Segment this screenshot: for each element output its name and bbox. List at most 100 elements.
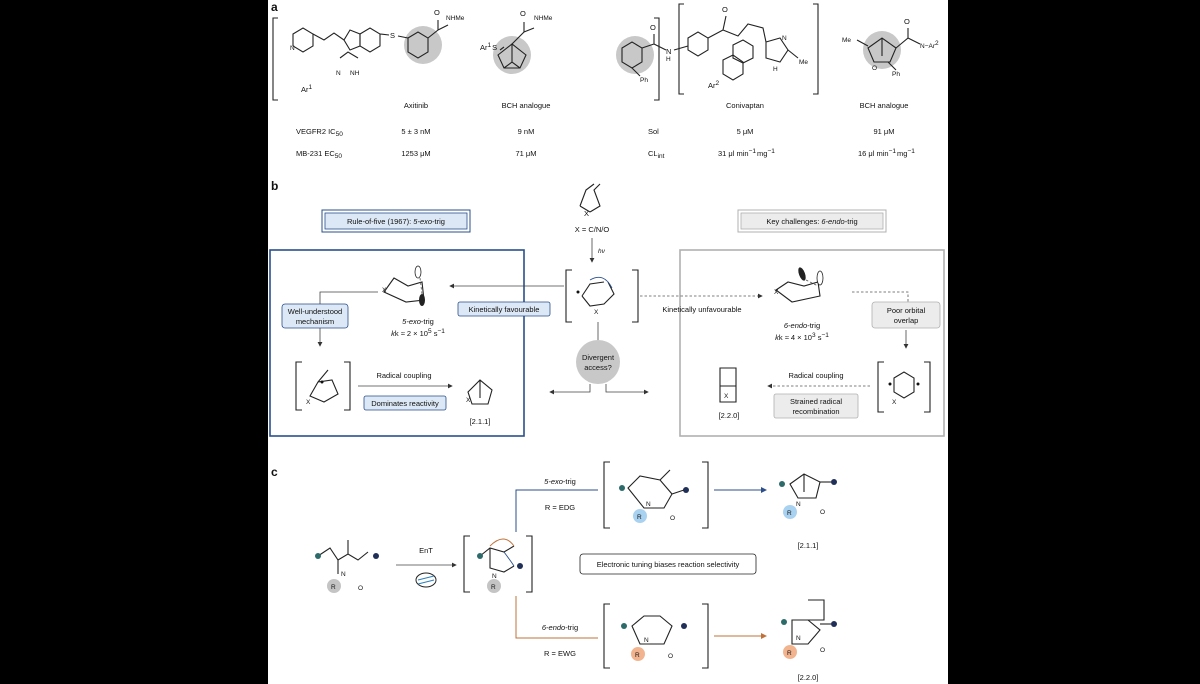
bicyclic-diradical: X	[295, 361, 351, 411]
svg-text:X: X	[774, 289, 779, 296]
bicyclo-211-label-b: [2.1.1]	[470, 417, 491, 426]
svg-text:R: R	[787, 650, 792, 657]
bicyclo-211-label-c: [2.1.1]	[798, 541, 819, 550]
endo-intermediate: N R O	[603, 603, 709, 669]
bicyclo-220-product-c: N R O [2.2.0]	[781, 599, 837, 682]
svg-text:X: X	[724, 393, 729, 400]
name-bch-1: BCH analogue	[502, 101, 551, 110]
svg-text:O: O	[650, 23, 656, 32]
electronic-tuning-label: Electronic tuning biases reaction select…	[597, 560, 740, 569]
bch1-ec50: 71 μM	[516, 149, 537, 158]
exo-intermediate: N R O	[603, 461, 709, 529]
svg-text:O: O	[434, 8, 440, 17]
well-understood-line1: Well-understood	[288, 307, 342, 316]
divergent-line2: access?	[584, 363, 612, 372]
svg-text:X: X	[594, 309, 599, 316]
bicyclo-220-product: X [2.2.0]	[719, 367, 740, 420]
ph-2: Ph	[892, 71, 900, 78]
amide-h: H	[666, 56, 671, 63]
amide-n: N	[666, 47, 671, 56]
poor-orbital-line2: overlap	[894, 316, 919, 325]
axitinib-structure: N N NH Ar1 S O NHMe	[272, 8, 660, 101]
imidazole-h: H	[773, 66, 778, 73]
diene-substrate: X X = C/N/O hν	[575, 183, 610, 263]
svg-text:N: N	[492, 573, 497, 580]
r-edg-label: R = EDG	[545, 503, 575, 512]
svg-text:N: N	[341, 571, 346, 578]
indazole-nh: NH	[350, 70, 360, 77]
ph-1: Ph	[640, 77, 648, 84]
divergent-line1: Divergent	[582, 353, 615, 362]
imidazole-n: N	[782, 35, 787, 42]
svg-text:N: N	[290, 45, 295, 52]
photocatalyst-icon	[415, 572, 437, 588]
svg-text:O: O	[820, 647, 825, 654]
left-title-frame	[321, 209, 471, 233]
ar1-label: Ar1	[301, 84, 313, 94]
svg-text:R: R	[637, 514, 642, 521]
endo-trig-box	[679, 249, 945, 437]
axitinib-ic50: 5 ± 3 nM	[401, 127, 430, 136]
exo-rate-constant: kk ≈ 2 × 105 s−1	[391, 328, 445, 338]
amide-n-ar2: N−Ar2	[920, 40, 939, 50]
bch-analogue-1-structure: O NHMe Ar1S	[480, 9, 553, 74]
kinetically-favourable-label: Kinetically favourable	[469, 305, 540, 314]
panel-label-c: c	[271, 465, 278, 479]
exo-trig-transition-state: X 5-exo-trig kk ≈ 2 × 105 s−1	[382, 265, 445, 338]
kinetically-unfavourable-label: Kinetically unfavourable	[662, 305, 741, 314]
exo-trig-label: 5-exo-trig	[402, 317, 434, 326]
svg-text:N: N	[796, 501, 801, 508]
svg-text:R: R	[787, 510, 792, 517]
svg-text:R: R	[491, 584, 496, 591]
diradical-intermediate: X	[565, 269, 639, 340]
phenyl-highlight-sphere	[404, 26, 442, 64]
r-ewg-label: R = EWG	[544, 649, 576, 658]
svg-text:R: R	[331, 584, 336, 591]
bch2-sol: 91 μM	[874, 127, 895, 136]
conivaptan-structure: O N H Ph O N H Me Ar2	[616, 3, 819, 95]
diene-amide-substrate: N R O	[315, 540, 379, 593]
right-title: Key challenges: 6-endo-trig	[766, 217, 857, 226]
svg-text:X: X	[584, 209, 589, 218]
exo-path-label: 5-exo-trig	[544, 477, 576, 486]
endo-rate-constant: kk ≈ 4 × 103 s−1	[775, 332, 829, 342]
right-title-frame	[737, 209, 887, 233]
svg-text:X: X	[892, 399, 897, 406]
divergent-circle	[576, 340, 620, 384]
x-cno-label: X = C/N/O	[575, 225, 610, 234]
name-axitinib: Axitinib	[404, 101, 428, 110]
svg-text:O: O	[670, 515, 675, 522]
nhme-1: NHMe	[446, 15, 465, 22]
well-understood-line2: mechanism	[296, 317, 334, 326]
svg-text:N: N	[644, 637, 649, 644]
svg-text:R: R	[635, 652, 640, 659]
endo-trig-transition-state: X 6-endo-trig kk ≈ 4 × 103 s−1	[774, 267, 829, 342]
reaction-figure: a N N NH Ar1 S O NHMe O NHMe Ar1S	[269, 0, 945, 682]
svg-text:X: X	[382, 287, 387, 294]
ar2-label: Ar2	[708, 80, 720, 90]
panel-label-a: a	[271, 0, 278, 14]
svg-text:O: O	[820, 509, 825, 516]
bch2-cl: 16 μl min−1mg−1	[858, 148, 915, 158]
bicyclo-220-label-b: [2.2.0]	[719, 411, 740, 420]
bch1-ic50: 9 nM	[518, 127, 535, 136]
dominates-reactivity-label: Dominates reactivity	[371, 399, 439, 408]
cyclohexyl-diradical: X	[877, 361, 931, 413]
triplet-intermediate: N R	[463, 535, 533, 593]
left-title: Rule-of-five (1967): 5-exo-trig	[347, 217, 445, 226]
panel-label-b: b	[271, 179, 278, 193]
row2-label: MB-231 EC50	[296, 149, 342, 160]
endo-path-label: 6-endo-trig	[542, 623, 578, 632]
property-table: Axitinib BCH analogue Conivaptan BCH ana…	[296, 101, 915, 160]
endo-trig-label: 6-endo-trig	[784, 321, 820, 330]
conivaptan-sol: 5 μM	[737, 127, 754, 136]
strained-line2: recombination	[792, 407, 839, 416]
svg-text:O: O	[520, 9, 526, 18]
name-conivaptan: Conivaptan	[726, 101, 764, 110]
figure-page: a N N NH Ar1 S O NHMe O NHMe Ar1S	[268, 0, 948, 684]
radical-coupling-right: Radical coupling	[788, 371, 843, 380]
nhme-2: NHMe	[534, 15, 553, 22]
bicyclo-211-product-c: N R O [2.1.1]	[779, 473, 837, 550]
name-bch-2: BCH analogue	[860, 101, 909, 110]
conivaptan-cl: 31 μl min−1mg−1	[718, 148, 775, 158]
